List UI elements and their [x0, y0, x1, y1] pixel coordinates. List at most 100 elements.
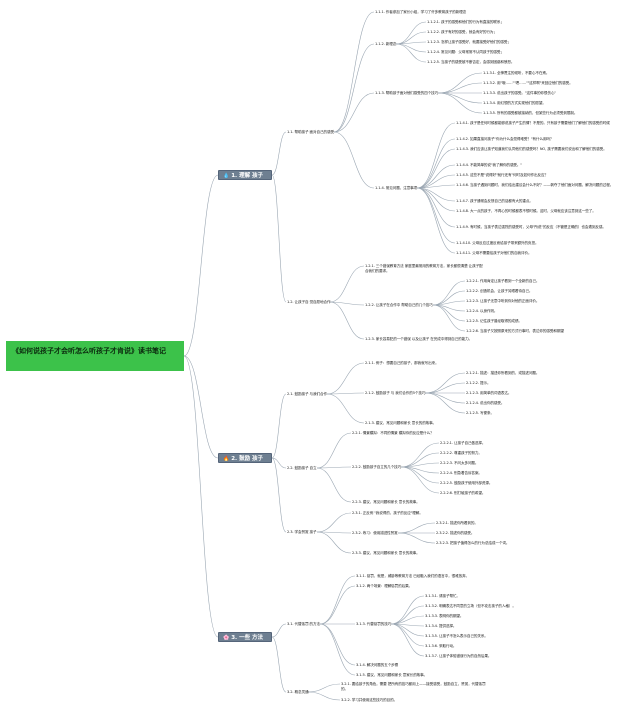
topic-n2-2-3[interactable]: 2.2.3. 建议，常见问题和家长 意长的故事。 — [352, 500, 420, 504]
main-topic-understand[interactable]: 💧1. 理解 孩子 — [218, 170, 272, 180]
topic-n1-2-2-2[interactable]: 1.2.2.2. 创造机会，让孩子另眼看待自己。 — [466, 289, 533, 293]
topic-n1-2-2[interactable]: 1.2.2. 让孩子在合作中 帮助自己的几个技巧 — [365, 303, 433, 307]
main-topic-methods[interactable]: 🌸3. 一些 方法 — [218, 632, 272, 642]
topic-n3-2-1[interactable]: 3.2.1. 要给孩子的角色，需要 把所有的技巧都用上——接受感受，鼓励自立，赞… — [341, 682, 486, 691]
topic-n2-2-2-3[interactable]: 2.2.2.3. 不问太多问题。 — [440, 461, 479, 465]
topic-n2-1-3[interactable]: 2.1.3. 建议，常见问题和家长 意长的的故事。 — [365, 421, 437, 425]
connector-n1-2-2-6 — [432, 304, 466, 332]
topic-n1-1-4-3[interactable]: 1.1.4.3. 我们应该让孩子知道我们认同他们的感受吗？NO, 孩子需要我们说… — [456, 147, 607, 151]
topic-n2-1-1[interactable]: 2.1.1. 例子：想要自己的孩子，那我就写出来。 — [365, 361, 439, 365]
topic-n1-1-4-6[interactable]: 1.1.4.6. 当孩子遇到问题时，我们给出建议会什么不好？——剥夺了他们面对问… — [456, 183, 614, 187]
topic-n1-1-3-5[interactable]: 1.1.3.5. 所有的感受都被接纳的，但某些行为必须受到限制。 — [483, 111, 578, 115]
topic-n1-2-2-1[interactable]: 1.2.2.1. 作用肯定让孩子看到一个全新的自己。 — [466, 279, 540, 283]
topic-n3-1-3-2[interactable]: 3.1.3.2. 明确表达不同意的立场（但不攻击孩子的人格）。 — [425, 604, 516, 608]
connector-n2-1-1 — [326, 362, 365, 395]
topic-n2-3-2-3[interactable]: 2.3.2.3. 把孩子值得怎么的行为总结成一个词。 — [436, 541, 510, 545]
topic-n1-1-2-4[interactable]: 1.1.2.4. 常见问题：父母常常不认同孩子的感受； — [427, 50, 504, 54]
topic-n2-2-2-1[interactable]: 2.2.2.1. 让孩子自己做选择。 — [440, 441, 486, 445]
connector-n1-2-1 — [329, 265, 365, 303]
topic-n1-1-2-2[interactable]: 1.1.2.2. 孩子有好的感受，就会有好的行为； — [427, 30, 497, 34]
connector-n2-2-1 — [316, 432, 352, 469]
topic-n2-2-2-4[interactable]: 2.2.2.4. 别急着告诉答案。 — [440, 471, 482, 475]
topic-n3-1-5[interactable]: 3.1.5. 建议，常见问题和家长 意家长的故事。 — [356, 673, 428, 677]
topic-n2-1-2-1[interactable]: 2.1.2.1. 描述：描述你所看到的，或描述问题。 — [466, 371, 540, 375]
topic-n1-1-2[interactable]: 1.1.2. 新理念 — [375, 42, 397, 46]
topic-n1-1-4-9[interactable]: 1.1.4.9. 有时候，当孩子表达强烈的感受时，父母"所说"的反应（不管是正确… — [456, 225, 606, 229]
topic-n1-1-3-2[interactable]: 1.1.3.2. 用"哦……""嗯……""这样啊"来回应他们的感受。 — [483, 81, 573, 85]
topic-n1-2-2-4[interactable]: 1.2.2.4. 以身作则。 — [466, 309, 498, 313]
topic-n1-2-2-3[interactable]: 1.2.2.3. 让孩子无意中听到你对他的正面评价。 — [466, 299, 540, 303]
topic-n3-1-3-5[interactable]: 3.1.3.5. 让孩子不怎么表示自己的关系。 — [425, 634, 488, 638]
topic-n2-2-2-2[interactable]: 2.2.2.2. 尊重孩子的努力。 — [440, 451, 482, 455]
topic-n1-1-4-2[interactable]: 1.1.4.2. 如果直接问孩子"你为什么会觉得难受？"有什么用吗？ — [456, 137, 554, 141]
topic-n2-1[interactable]: 2.1. 鼓励孩子 与我们合作 — [287, 392, 327, 396]
topic-n2-2-2[interactable]: 2.2.2. 鼓励孩子自立的几个技巧 — [352, 465, 402, 469]
topic-n1-1-3-1[interactable]: 1.1.3.1. 全神贯注的倾听，不要心不在焉。 — [483, 71, 550, 75]
topic-n1-1-3-4[interactable]: 1.1.3.4. 用幻想的方式实现他们的愿望。 — [483, 101, 546, 105]
topic-n1-1-3-3[interactable]: 1.1.3.3. 说出孩子的感受。"这件事的你很伤心" — [483, 91, 556, 95]
topic-n1-1-4-8[interactable]: 1.1.4.8. 大一点的孩子，不再心的时候都表不想时候。这时，父母就应该注意到… — [456, 209, 596, 213]
connector-n1-1-3-1 — [437, 72, 483, 94]
connector-n1-1-4-10 — [416, 187, 456, 244]
topic-n2-1-2-2[interactable]: 2.1.2.2. 提示。 — [466, 381, 491, 385]
topic-n1-1-2-1[interactable]: 1.1.2.1. 孩子的感受和他们的行为有直接的联系； — [427, 20, 504, 24]
topic-n1-2-1[interactable]: 1.2.1. 三个错误教育方法 家庭里最常用的教育方法，家长都很清楚 让孩子配合… — [365, 264, 483, 273]
topic-n2-1-2[interactable]: 2.1.2. 鼓励孩子 与 我们合作的5个技巧 — [365, 391, 426, 395]
topic-n1-2-2-5[interactable]: 1.2.2.5. 记住孩子曾经取得的成绩。 — [466, 319, 522, 323]
connector-n2-3-3 — [316, 531, 352, 554]
topic-n3-1-3[interactable]: 3.1.3. 代替惩罚的技巧 — [356, 622, 392, 626]
main-topic-label: 3. 一些 方法 — [231, 635, 263, 641]
topic-n1-1-4-5[interactable]: 1.1.4.5. 这些不是"说得好"就行还有"何时及如何作出反应？ — [456, 173, 548, 177]
topic-n2-3-2-1[interactable]: 2.3.2.1. 描述你所看到的。 — [436, 521, 478, 525]
topic-n1-1-4-11[interactable]: 1.1.4.11. 父母不需要给孩子对他们的自我评价。 — [456, 251, 532, 255]
topic-n3-1-3-3[interactable]: 3.1.3.3. 表明你的期望。 — [425, 614, 464, 618]
connector-root-m3 — [183, 355, 219, 638]
root-topic[interactable]: 《如何说孩子才会听怎么听孩子才肯说》读书笔记 — [6, 341, 184, 371]
main-topic-encourage[interactable]: 🔥2. 鼓励 孩子 — [218, 453, 272, 463]
connector-n3-2 — [271, 636, 287, 693]
topic-n1-2[interactable]: 1.2. 让孩子自 觉自愿地合作 — [287, 300, 331, 304]
connector-n2-2-2-6 — [400, 466, 440, 494]
topic-n1-1-4-4[interactable]: 1.1.4.4. 不能简单的说"我了解你的感受。" — [456, 163, 522, 167]
topic-n2-2-2-5[interactable]: 2.2.2.5. 鼓励孩子使用外部资源。 — [440, 481, 493, 485]
topic-n1-1-4-10[interactable]: 1.1.4.10. 父母反应过度反而给孩子带来额外的负担。 — [456, 241, 539, 245]
topic-n1-2-2-6[interactable]: 1.2.2.6. 当孩子又按照原来的方式行事时，表达你的感受和期望 — [466, 329, 564, 333]
topic-n3-1[interactable]: 3.1. 代替惩罚 的方法 — [287, 622, 320, 626]
topic-n1-1-4[interactable]: 1.1.4. 常见问题，注意事项 — [375, 186, 418, 190]
topic-n3-2-2[interactable]: 3.2.2. 学习并使用这些技巧的目的。 — [341, 698, 398, 702]
topic-n1-1-1[interactable]: 1.1.1. 作者参加了家长小组，学习了许多教育孩子的新理念 — [375, 10, 467, 14]
connector-n2-3 — [271, 457, 287, 533]
topic-n2-3-1[interactable]: 2.3.1. 正反例 "我说得的，孩子的反应"理解。 — [352, 511, 423, 515]
connector-n3-1-3-7 — [390, 623, 425, 657]
topic-n2-3-3[interactable]: 2.3.3. 建议，常见问题和家长 意长的故事。 — [352, 551, 420, 555]
topic-n2-3[interactable]: 2.3. 学会赞赏 孩子 — [287, 530, 317, 534]
topic-n1-2-3[interactable]: 1.2.3. 家长容易犯的一个错误 以及让孩子 在完成中得到自己的能力。 — [365, 337, 473, 341]
connector-n2-2 — [271, 457, 287, 469]
topic-n3-1-4[interactable]: 3.1.4. 解决问题的五个步骤 — [356, 663, 399, 667]
topic-n1-1-2-3[interactable]: 1.1.2.3. 怎样让孩子感受好，就要接受好他们的感受； — [427, 40, 511, 44]
topic-n1-1-3[interactable]: 1.1.3. 帮助孩子面对他们感受的四个技巧 — [375, 91, 439, 95]
connector-n2-3-1 — [316, 512, 352, 533]
topic-n1-1-2-5[interactable]: 1.1.2.5. 当孩子的感受被不断否定，会感到困惑和愤怒。 — [427, 60, 515, 64]
topic-n2-1-2-4[interactable]: 2.1.2.4. 说出你的感受。 — [466, 401, 505, 405]
topic-n1-1[interactable]: 1.1. 帮助孩子 面对自己的感受 — [287, 130, 334, 134]
topic-n2-3-2[interactable]: 2.3.2. 练习：使用描述性赞赏 — [352, 531, 398, 535]
topic-n2-2-1[interactable]: 2.2.1. 情景模拟：不同的情景 模拟你的反应是什么？ — [352, 431, 434, 435]
topic-n1-1-4-1[interactable]: 1.1.4.1. 孩子是任何时候都能够说孩子产生的情？不是的。只有孩子需要他们了… — [456, 121, 610, 125]
topic-n2-1-2-3[interactable]: 2.1.2.3. 用简单的词语表达。 — [466, 391, 512, 395]
topic-n3-1-1[interactable]: 3.1.1. 惩罚，就是，威胁等教育方法 已经融入我们的语言中，很难放弃。 — [356, 574, 470, 578]
topic-n2-2[interactable]: 2.2. 鼓励孩子 自立 — [287, 466, 317, 470]
connector-n3-1-3-2 — [390, 605, 425, 625]
topic-n3-1-3-1[interactable]: 3.1.3.1. 请孩子帮忙。 — [425, 594, 460, 598]
topic-n3-1-3-7[interactable]: 3.1.3.7. 让孩子体验错误行为的自然后果。 — [425, 654, 492, 658]
topic-n2-2-2-6[interactable]: 2.2.2.6. 别打破孩子的希望。 — [440, 491, 486, 495]
topic-n3-1-2[interactable]: 3.1.2. 两个场景：理解惩罚的后果。 — [356, 584, 413, 588]
topic-n1-1-4-7[interactable]: 1.1.4.7. 孩子通常会反馈自己的话都有大的重点。 — [456, 199, 533, 203]
topic-n2-3-2-2[interactable]: 2.3.2.2. 描述你的感受。 — [436, 531, 475, 535]
topic-n3-1-3-4[interactable]: 3.1.3.4. 提供选择。 — [425, 624, 457, 628]
topic-n3-1-3-6[interactable]: 3.1.3.6. 采取行动。 — [425, 644, 457, 648]
topic-n2-1-2-5[interactable]: 2.1.2.5. 写便条。 — [466, 411, 494, 415]
connector-n3-2-2 — [307, 691, 341, 701]
topic-n3-2[interactable]: 3.2. 概念灵通 — [287, 690, 309, 694]
